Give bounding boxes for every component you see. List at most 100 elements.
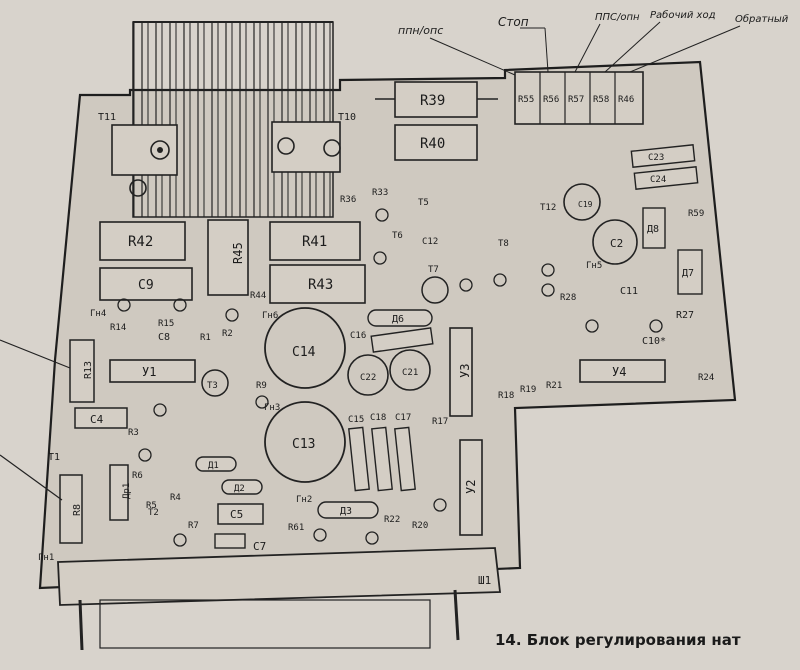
c17-label: C17	[395, 413, 411, 423]
ic-u3: У3	[449, 327, 473, 417]
r7-label: R7	[188, 521, 199, 531]
gn5-label: Гн5	[586, 261, 602, 271]
d7-label: Д7	[682, 268, 694, 279]
c4-label: C4	[90, 413, 104, 426]
c9-label: C9	[138, 278, 154, 293]
c23-label: C23	[648, 153, 664, 163]
resistor-r8: R8	[59, 474, 83, 544]
r33-label: R33	[372, 188, 388, 198]
capacitor-c9: C9	[99, 267, 193, 301]
header-ppn-ops: ппн/опс	[398, 24, 443, 37]
transistor-t11: Т11	[98, 112, 178, 197]
t2-label: Т2	[148, 508, 159, 518]
c11-label: C11	[620, 286, 638, 297]
t11-label: Т11	[98, 112, 116, 123]
c18-label: C18	[370, 413, 386, 423]
r3-label: R3	[128, 428, 139, 438]
d6-label: Д6	[392, 314, 404, 325]
r4-label: R4	[170, 493, 181, 503]
c8-label: C8	[158, 332, 170, 343]
r59-label: R59	[688, 209, 704, 219]
r46-label: R46	[618, 95, 634, 105]
capacitor-c16: C16	[350, 327, 434, 353]
c7-label: C7	[253, 540, 266, 553]
transistor-t10: Т10	[271, 112, 356, 173]
c2-label: C2	[610, 237, 623, 250]
connector-sh1: Ш1	[57, 547, 502, 651]
leader-line	[0, 454, 63, 501]
capacitor-c17: C17	[394, 413, 416, 492]
r18-label: R18	[498, 391, 514, 401]
capacitor-c14: C14	[264, 307, 346, 389]
r14-label: R14	[110, 323, 126, 333]
c16-label: C16	[350, 331, 366, 341]
resistor-r45: R45	[207, 219, 249, 296]
c24-label: C24	[650, 175, 666, 185]
choke-dr1: Др1	[109, 464, 132, 521]
capacitor-c19: C19	[563, 183, 601, 221]
capacitor-c2: C2	[592, 219, 638, 265]
ic-u2: У2	[459, 439, 483, 536]
capacitor-c22: C22	[347, 354, 389, 396]
t5-label: Т5	[418, 198, 429, 208]
r8-label: R8	[72, 504, 83, 516]
r61-label: R61	[288, 523, 304, 533]
t7-label: Т7	[428, 265, 439, 275]
diode-d7: Д7	[677, 249, 703, 295]
transistor-t3: Т3	[201, 369, 229, 397]
r5-label: R5	[146, 501, 157, 511]
r41-label: R41	[302, 234, 327, 250]
r56-label: R56	[543, 95, 559, 105]
r9-label: R9	[256, 381, 267, 391]
c22-label: C22	[360, 373, 376, 383]
t10-label: Т10	[338, 112, 356, 123]
r1-label: R1	[200, 333, 211, 343]
u1-label: У1	[142, 365, 156, 379]
resistor-r41: R41	[269, 221, 361, 261]
c14-label: C14	[292, 345, 316, 360]
gn1-label: Гн1	[38, 553, 54, 563]
c21-label: C21	[402, 368, 418, 378]
leader-line	[0, 339, 71, 369]
resistor-stack: R55 R56 R57 R58 R46	[514, 71, 644, 125]
c5-label: C5	[230, 508, 243, 521]
figure-caption: 14. Блок регулирования нат	[495, 631, 741, 649]
capacitor-c24: C24	[633, 166, 699, 190]
r24-label: R24	[698, 373, 714, 383]
diode-d2: Д2	[221, 479, 263, 495]
header-pps-opn: ППС/опн	[595, 12, 640, 23]
heatsink	[132, 21, 334, 218]
gn6-label: Гн6	[262, 311, 278, 321]
header-working: Рабочий ход	[650, 9, 716, 21]
capacitor-c7	[214, 533, 246, 549]
r58-label: R58	[593, 95, 609, 105]
c19-label: C19	[578, 200, 593, 209]
c10-label: C10*	[642, 336, 666, 347]
r6-label: R6	[132, 471, 143, 481]
r40-label: R40	[420, 136, 445, 152]
resistor-r39: R39	[375, 81, 498, 118]
dr1-label: Др1	[122, 483, 132, 499]
gn4-label: Гн4	[90, 309, 106, 319]
c15-label: C15	[348, 415, 364, 425]
r13-label: R13	[83, 361, 94, 379]
r44-label: R44	[250, 291, 266, 301]
u3-label: У3	[458, 364, 472, 378]
ic-u1: У1	[109, 359, 196, 383]
u4-label: У4	[612, 365, 626, 379]
transistor-t7: Т7	[421, 265, 449, 304]
capacitor-c4: C4	[74, 407, 128, 429]
resistor-r42: R42	[99, 221, 186, 261]
resistor-r40: R40	[394, 124, 478, 161]
d8-label: Д8	[647, 224, 659, 235]
capacitor-c13: C13	[264, 401, 346, 483]
r17-label: R17	[432, 417, 448, 427]
r43-label: R43	[308, 277, 333, 293]
diode-d1: Д1	[195, 456, 237, 472]
diode-d3: Д3	[317, 501, 379, 519]
diode-d6: Д6	[367, 309, 433, 327]
c13-label: C13	[292, 437, 315, 452]
resistor-r43: R43	[269, 264, 366, 304]
d1-label: Д1	[208, 461, 219, 471]
